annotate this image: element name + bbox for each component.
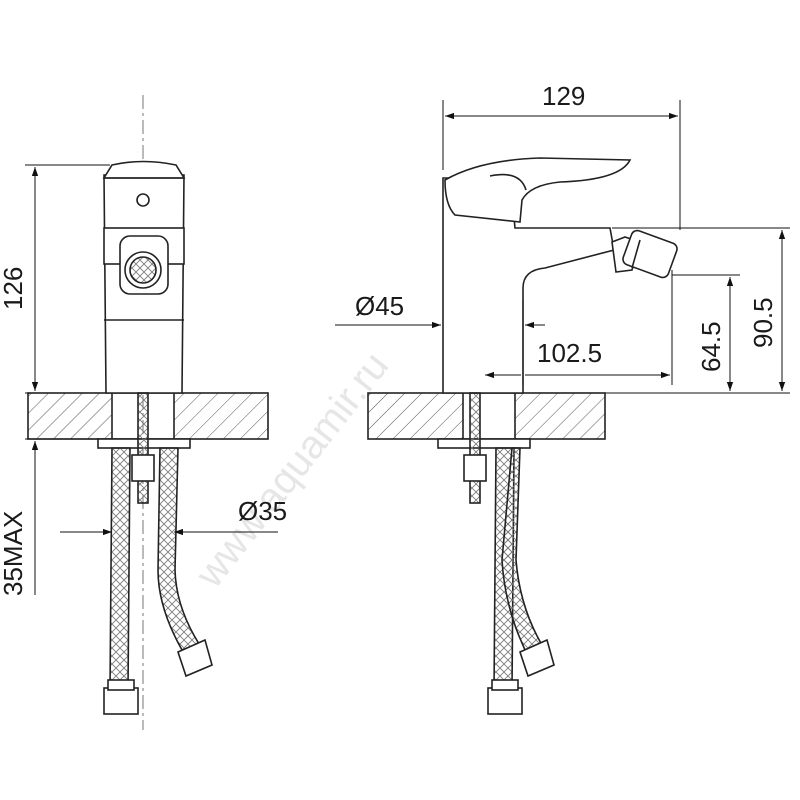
side-lever-handle bbox=[444, 157, 632, 223]
front-view bbox=[27, 95, 269, 730]
dim-35max-label: 35MAX bbox=[0, 511, 28, 596]
dim-126-label: 126 bbox=[0, 267, 28, 310]
front-hose-right bbox=[157, 447, 205, 662]
dim-d45-label: Ø45 bbox=[355, 291, 404, 321]
dim-64-5-label: 64.5 bbox=[696, 321, 726, 372]
dim-d35-label: Ø35 bbox=[238, 496, 287, 526]
dim-129-label: 129 bbox=[542, 81, 585, 111]
watermark-text: www.aquamir.ru bbox=[187, 344, 397, 596]
dim-102-5-label: 102.5 bbox=[537, 338, 602, 368]
front-handle-screw bbox=[136, 193, 150, 207]
side-dimensions bbox=[335, 100, 790, 394]
side-stud bbox=[469, 392, 481, 504]
side-faucet-body bbox=[442, 177, 615, 394]
dim-90-5-label: 90.5 bbox=[748, 297, 778, 348]
side-aerator-head bbox=[622, 229, 678, 279]
side-view bbox=[367, 157, 678, 715]
front-stud bbox=[137, 392, 149, 504]
front-hose-left bbox=[109, 447, 131, 691]
front-dimensions bbox=[25, 164, 278, 595]
